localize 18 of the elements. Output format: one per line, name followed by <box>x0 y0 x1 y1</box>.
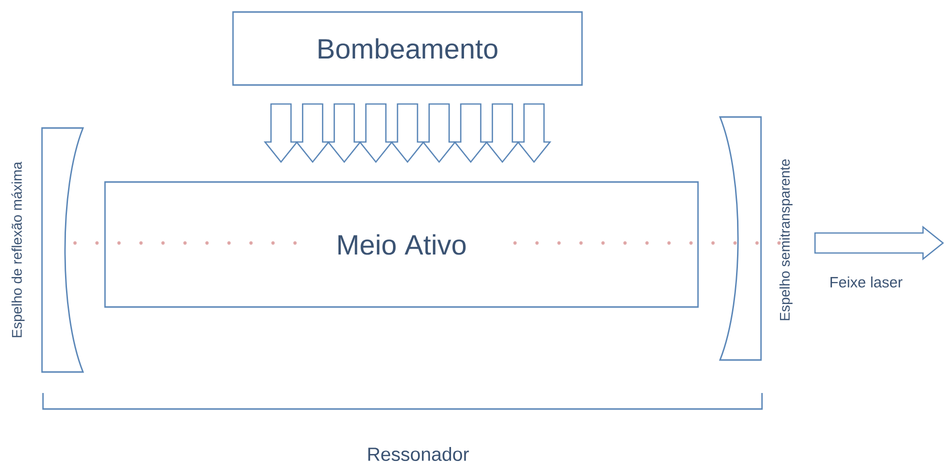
mirror-drawing <box>41 127 84 373</box>
process-box: Meio Ativo <box>104 181 699 308</box>
edge-label: Feixe laser <box>828 276 904 289</box>
process-box: Bombeamento <box>232 11 583 86</box>
block-arrow <box>485 103 520 164</box>
bracket-label: Ressonador <box>368 447 469 461</box>
output-arrow <box>814 226 944 260</box>
block-arrow <box>264 103 298 164</box>
block-arrow <box>516 103 552 164</box>
mirror-drawing <box>719 116 762 361</box>
mirror-label: Espelho de reflexão máxima <box>11 162 25 338</box>
block-arrow <box>358 103 394 164</box>
block-arrow <box>390 103 425 164</box>
block-arrow <box>326 103 362 164</box>
block-arrow <box>422 103 456 164</box>
block-arrow <box>295 103 330 164</box>
mirror-label: Espelho semitransparente <box>779 159 793 320</box>
block-arrow <box>453 103 488 164</box>
